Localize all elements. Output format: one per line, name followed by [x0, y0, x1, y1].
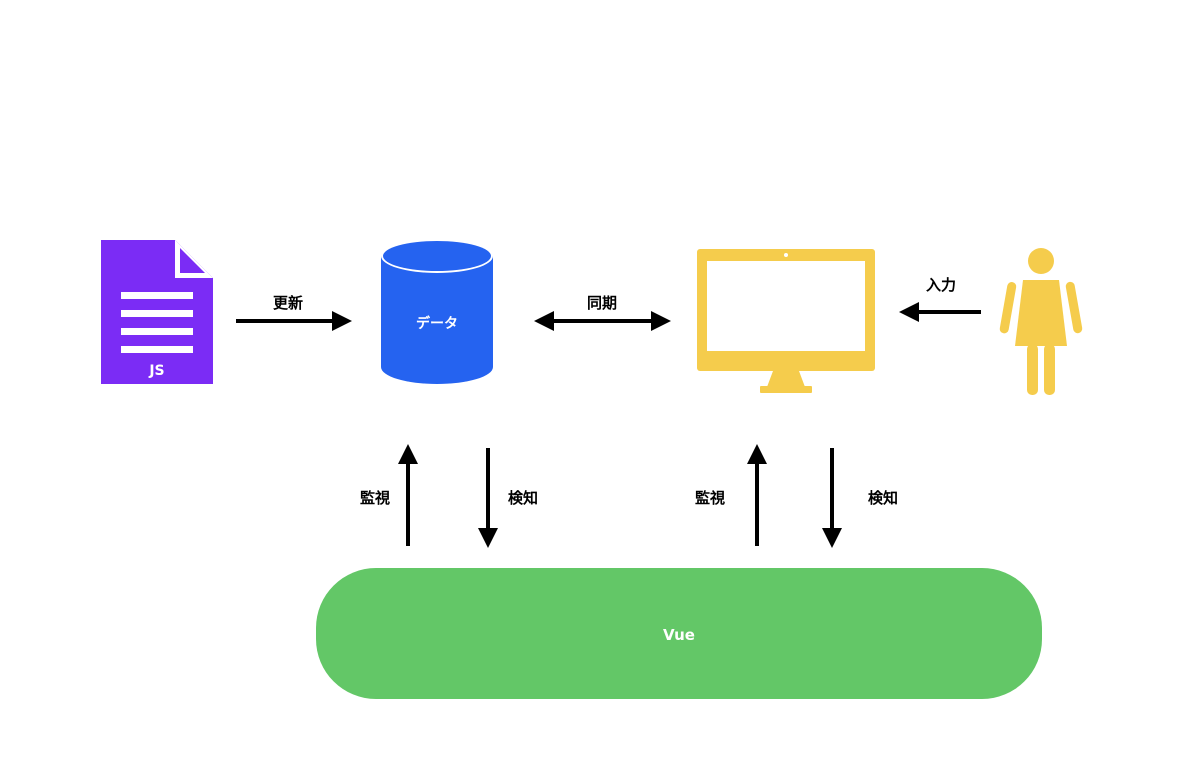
edge-update: 更新: [236, 294, 352, 331]
vue-box: Vue: [316, 568, 1042, 699]
js-label: JS: [148, 363, 164, 379]
watch-data-label: 監視: [360, 489, 390, 507]
person-arm-left: [999, 282, 1017, 334]
input-label: 入力: [926, 276, 956, 294]
detect-screen-label: 検知: [868, 489, 898, 507]
monitor-screen: [707, 261, 865, 351]
monitor-camera: [784, 253, 788, 257]
vue-label: Vue: [663, 626, 695, 644]
js-document-fold-inner: [180, 248, 205, 273]
detect-data-label: 検知: [508, 489, 538, 507]
watch-screen-label: 監視: [695, 489, 725, 507]
sync-label: 同期: [587, 294, 617, 312]
data-label: データ: [416, 315, 458, 332]
person-head: [1028, 248, 1054, 274]
database-body: [381, 256, 493, 384]
edge-input: 入力: [899, 276, 981, 322]
database-icon: データ: [381, 239, 493, 384]
js-document-line: [121, 310, 193, 317]
js-document-icon: JS: [101, 240, 213, 384]
person-icon: [999, 248, 1083, 395]
edge-watch-data: 監視: [360, 444, 418, 546]
monitor-icon: [697, 249, 875, 393]
js-document-line: [121, 292, 193, 299]
edge-sync: 同期: [534, 294, 671, 331]
update-label: 更新: [273, 294, 303, 312]
js-document-line: [121, 328, 193, 335]
edge-detect-data: 検知: [478, 448, 538, 548]
monitor-stand: [767, 371, 805, 387]
person-leg-right: [1044, 344, 1055, 395]
vue-pill: [316, 568, 1042, 699]
js-document-line: [121, 346, 193, 353]
edge-detect-screen: 検知: [822, 448, 898, 548]
edge-watch-screen: 監視: [695, 444, 767, 546]
monitor-base: [760, 386, 812, 393]
database-top: [383, 241, 491, 271]
person-arm-right: [1065, 281, 1083, 334]
person-leg-left: [1027, 344, 1038, 395]
person-dress: [1015, 280, 1067, 346]
